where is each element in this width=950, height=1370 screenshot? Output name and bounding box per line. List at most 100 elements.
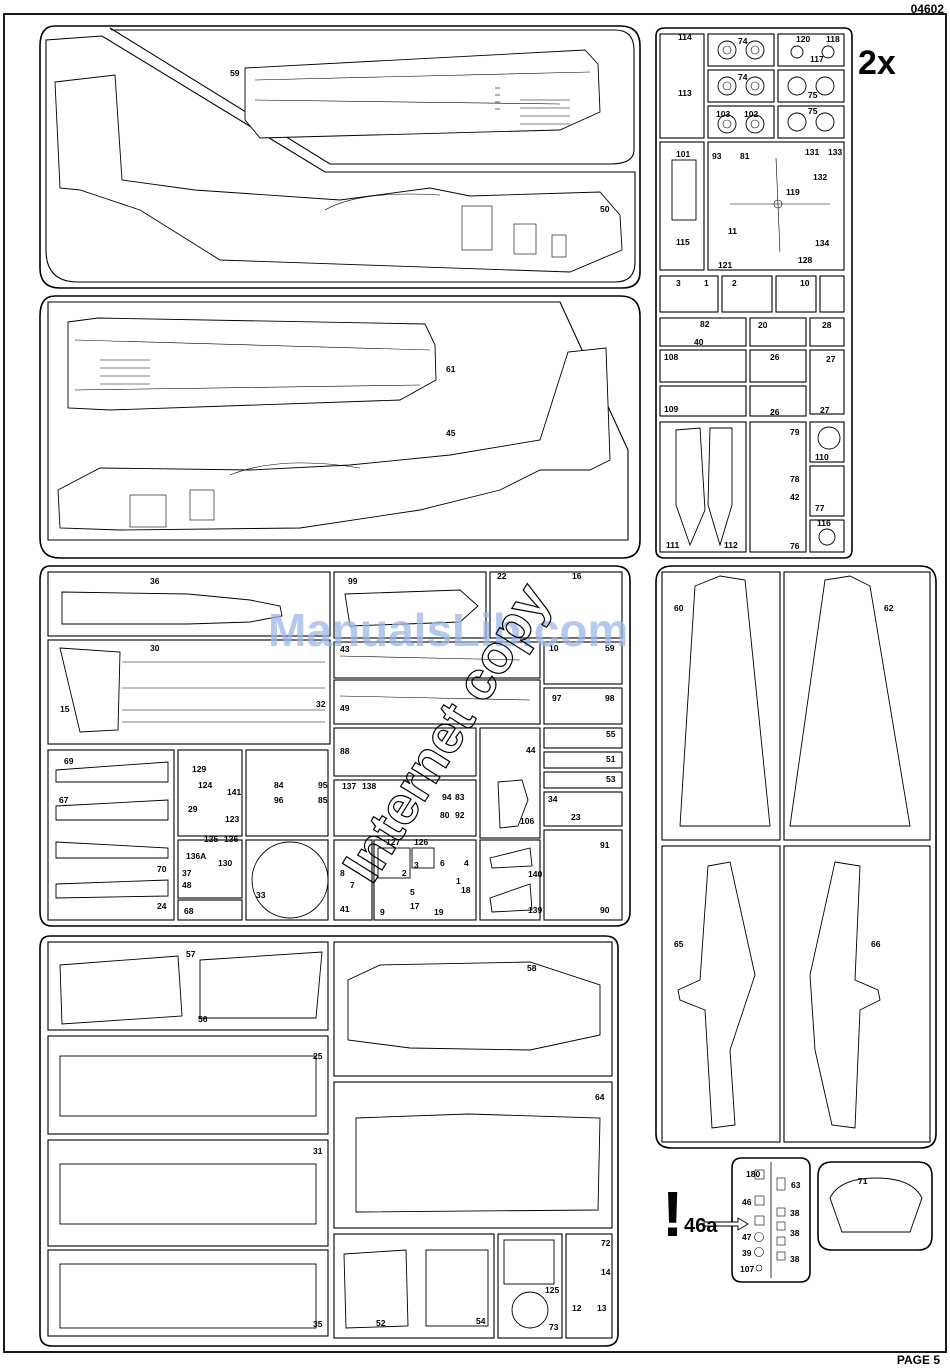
part-number-label: 66 bbox=[871, 939, 881, 949]
part-number-label: 44 bbox=[526, 745, 536, 755]
part-number-label: 111 bbox=[666, 540, 680, 550]
part-number-label: 83 bbox=[455, 792, 465, 802]
part-number-label: 109 bbox=[664, 404, 678, 414]
part-number-label: 18 bbox=[461, 885, 471, 895]
part-number-label: 23 bbox=[571, 812, 581, 822]
part-number-label: 58 bbox=[527, 963, 537, 973]
part-number-label: 57 bbox=[186, 949, 196, 959]
part-number-label: 180 bbox=[746, 1169, 760, 1179]
part-number-label: 102 bbox=[744, 109, 758, 119]
part-number-label: 1 bbox=[456, 876, 461, 886]
part-number-label: 16 bbox=[572, 571, 582, 581]
part-number-label: 77 bbox=[815, 503, 825, 513]
part-number-label: 116 bbox=[817, 518, 831, 528]
part-number-label: 10 bbox=[549, 643, 559, 653]
part-number-label: 139 bbox=[528, 905, 542, 915]
part-number-label: 47 bbox=[742, 1232, 752, 1242]
fuselage-sprue-bottom bbox=[39, 295, 641, 559]
part-number-label: 52 bbox=[376, 1318, 386, 1328]
part-number-label: 94 bbox=[442, 792, 452, 802]
part-number-label: 38 bbox=[790, 1208, 800, 1218]
fuselage-sprue-top bbox=[39, 25, 641, 289]
document-code: 04602 bbox=[910, 2, 944, 16]
part-number-label: 124 bbox=[198, 780, 212, 790]
part-number-label: 60 bbox=[674, 603, 684, 613]
part-number-label: 81 bbox=[740, 151, 750, 161]
part-number-label: 88 bbox=[340, 746, 350, 756]
part-number-label: 69 bbox=[64, 756, 74, 766]
part-number-label: 53 bbox=[606, 774, 616, 784]
part-number-label: 19 bbox=[434, 907, 444, 917]
part-number-label: 141 bbox=[227, 787, 241, 797]
part-number-label: 17 bbox=[410, 901, 420, 911]
part-number-label: 93 bbox=[712, 151, 722, 161]
part-number-label: 36 bbox=[150, 576, 160, 586]
part-number-label: 113 bbox=[678, 88, 692, 98]
wing-sprue-frame bbox=[655, 565, 937, 1149]
part-number-label: 22 bbox=[497, 571, 507, 581]
part-number-label: 125 bbox=[545, 1285, 559, 1295]
part-number-label: 30 bbox=[150, 643, 160, 653]
part-number-label: 13 bbox=[597, 1303, 607, 1313]
part-number-label: 79 bbox=[790, 427, 800, 437]
part-number-label: 74 bbox=[738, 36, 748, 46]
part-number-label: 38 bbox=[790, 1228, 800, 1238]
part-number-label: 9 bbox=[380, 907, 385, 917]
sprue-a-frame bbox=[39, 565, 631, 927]
part-number-label: 27 bbox=[826, 354, 836, 364]
part-number-label: 97 bbox=[552, 693, 562, 703]
part-number-label: 75 bbox=[808, 106, 818, 116]
part-number-label: 48 bbox=[182, 880, 192, 890]
part-number-label: 31 bbox=[313, 1146, 323, 1156]
warning-part-label: 46a bbox=[684, 1215, 718, 1237]
part-number-label: 38 bbox=[790, 1254, 800, 1264]
watermark-brand: ManualsLib.com bbox=[268, 604, 628, 656]
part-number-label: 37 bbox=[182, 868, 192, 878]
part-number-label: 110 bbox=[815, 452, 829, 462]
part-number-label: 123 bbox=[225, 814, 239, 824]
part-number-label: 106 bbox=[520, 816, 534, 826]
part-number-label: 45 bbox=[446, 428, 456, 438]
part-number-label: 64 bbox=[595, 1092, 605, 1102]
part-number-label: 51 bbox=[606, 754, 616, 764]
part-number-label: 74 bbox=[738, 72, 748, 82]
part-number-label: 6 bbox=[440, 858, 445, 868]
part-number-label: 117 bbox=[810, 54, 824, 64]
part-number-label: 8 bbox=[340, 868, 345, 878]
part-number-label: 41 bbox=[340, 904, 350, 914]
part-number-label: 39 bbox=[742, 1248, 752, 1258]
part-number-label: 27 bbox=[820, 405, 830, 415]
part-number-label: 3 bbox=[676, 278, 681, 288]
part-number-label: 40 bbox=[694, 337, 704, 347]
part-number-label: 49 bbox=[340, 703, 350, 713]
part-number-label: 12 bbox=[572, 1303, 582, 1313]
part-number-label: 132 bbox=[813, 172, 827, 182]
part-number-label: 96 bbox=[274, 795, 284, 805]
part-number-label: 11 bbox=[728, 226, 737, 236]
part-number-label: 33 bbox=[256, 890, 266, 900]
part-number-label: 101 bbox=[676, 149, 690, 159]
part-number-label: 114 bbox=[678, 32, 692, 42]
part-number-label: 78 bbox=[790, 474, 800, 484]
part-number-label: 62 bbox=[884, 603, 894, 613]
part-number-label: 136 bbox=[224, 834, 238, 844]
part-number-label: 14 bbox=[601, 1267, 611, 1277]
part-number-label: 34 bbox=[548, 794, 558, 804]
part-number-label: 29 bbox=[188, 804, 198, 814]
part-number-label: 67 bbox=[59, 795, 69, 805]
part-number-label: 136A bbox=[186, 851, 206, 861]
part-number-label: 46 bbox=[742, 1197, 752, 1207]
part-number-label: 103 bbox=[716, 109, 730, 119]
part-number-label: 115 bbox=[676, 237, 690, 247]
part-number-label: 3 bbox=[414, 860, 419, 870]
part-number-label: 135 bbox=[204, 834, 218, 844]
part-number-label: 127 bbox=[386, 837, 400, 847]
warning-mark: ! bbox=[662, 1178, 683, 1250]
part-number-label: 121 bbox=[718, 260, 732, 270]
part-number-label: 63 bbox=[791, 1180, 801, 1190]
part-number-label: 5 bbox=[410, 887, 415, 897]
part-number-label: 15 bbox=[60, 704, 70, 714]
part-number-label: 50 bbox=[600, 204, 610, 214]
part-number-label: 68 bbox=[184, 906, 194, 916]
